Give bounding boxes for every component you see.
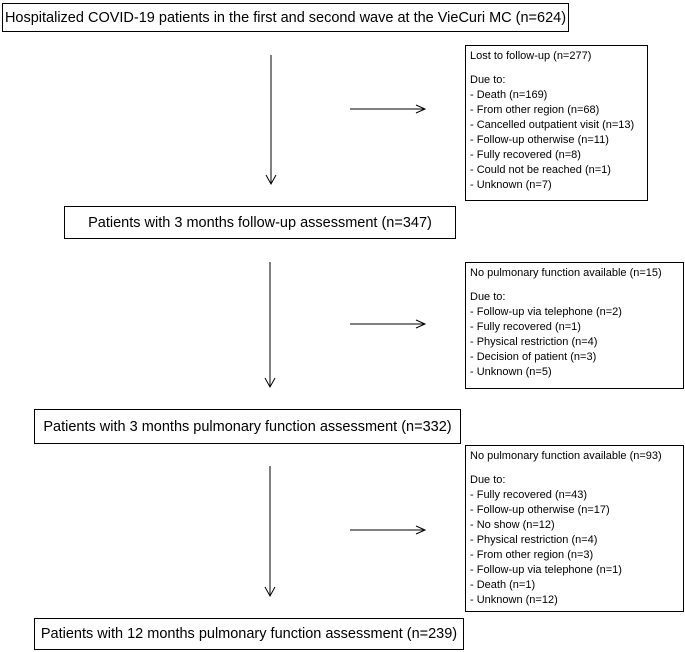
- side-box-due-label: Due to:: [470, 474, 506, 486]
- main-box-12m-pulmonary: Patients with 12 months pulmonary functi…: [34, 618, 464, 650]
- side-box-due-label: Due to:: [470, 74, 506, 86]
- list-item: - Unknown (n=12): [470, 594, 558, 606]
- list-item: - From other region (n=68): [470, 104, 600, 116]
- side-box-title: No pulmonary function available (n=93): [470, 450, 662, 462]
- main-box-total-text: Hospitalized COVID-19 patients in the fi…: [4, 9, 567, 26]
- list-item: - Physical restriction (n=4): [470, 336, 598, 348]
- list-item: - Death (n=169): [470, 89, 548, 101]
- side-box-lost-followup: Lost to follow-up (n=277) Due to: - Deat…: [465, 45, 648, 201]
- arrow-down-1: [265, 55, 277, 186]
- arrow-right-2: [350, 319, 427, 329]
- main-box-3m-followup-text: Patients with 3 months follow-up assessm…: [88, 214, 432, 231]
- side-box-title: Lost to follow-up (n=277): [470, 50, 592, 62]
- list-item: - Decision of patient (n=3): [470, 351, 597, 363]
- arrow-down-3: [264, 466, 276, 598]
- list-item: - Death (n=1): [470, 579, 536, 591]
- side-box-no-pulmonary-15: No pulmonary function available (n=15) D…: [465, 262, 684, 389]
- arrow-right-3: [350, 525, 427, 535]
- main-box-12m-pulmonary-text: Patients with 12 months pulmonary functi…: [40, 626, 458, 642]
- main-box-3m-followup: Patients with 3 months follow-up assessm…: [64, 206, 456, 239]
- side-box-title: No pulmonary function available (n=15): [470, 267, 662, 279]
- side-box-no-pulmonary-93: No pulmonary function available (n=93) D…: [465, 445, 684, 612]
- list-item: - Could not be reached (n=1): [470, 164, 611, 176]
- list-item: - From other region (n=3): [470, 549, 594, 561]
- list-item: - Physical restriction (n=4): [470, 534, 598, 546]
- list-item: - Cancelled outpatient visit (n=13): [470, 119, 635, 131]
- arrow-right-1: [350, 104, 427, 114]
- list-item: - Fully recovered (n=8): [470, 149, 581, 161]
- list-item: - Follow-up via telephone (n=2): [470, 306, 622, 318]
- side-box-due-label: Due to:: [470, 291, 506, 303]
- list-item: - Follow-up otherwise (n=17): [470, 504, 610, 516]
- list-item: - Follow-up otherwise (n=11): [470, 134, 609, 146]
- list-item: - No show (n=12): [470, 519, 555, 531]
- list-item: - Follow-up via telephone (n=1): [470, 564, 622, 576]
- main-box-3m-pulmonary-text: Patients with 3 months pulmonary functio…: [43, 418, 452, 435]
- list-item: - Fully recovered (n=1): [470, 321, 581, 333]
- list-item: - Unknown (n=5): [470, 366, 552, 378]
- main-box-total: Hospitalized COVID-19 patients in the fi…: [2, 3, 569, 32]
- main-box-3m-pulmonary: Patients with 3 months pulmonary functio…: [34, 409, 461, 444]
- list-item: - Fully recovered (n=43): [470, 489, 588, 501]
- list-item: - Unknown (n=7): [470, 179, 552, 191]
- arrow-down-2: [264, 262, 276, 389]
